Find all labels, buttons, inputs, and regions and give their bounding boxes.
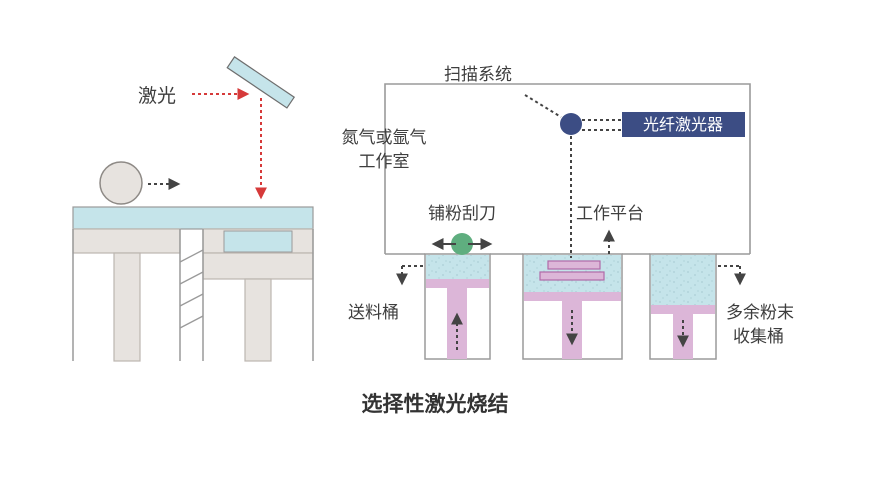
label-fiber-laser: 光纤激光器 <box>643 115 723 134</box>
laser-mirror <box>226 56 296 109</box>
right-schematic <box>384 83 751 360</box>
diagram-title: 选择性激光烧结 <box>362 392 509 416</box>
label-feed-bin: 送料桶 <box>348 303 399 323</box>
frame-right-lower <box>202 252 314 280</box>
left-piston-leg <box>113 252 141 362</box>
feed-bin-powder <box>426 255 489 279</box>
label-scanning-system: 扫描系统 <box>444 65 512 85</box>
scanner-mirror <box>560 113 582 135</box>
feed-bin-piston-top <box>426 279 489 288</box>
overflow-bin-powder <box>651 255 715 305</box>
label-overflow-line2: 收集桶 <box>733 327 784 347</box>
label-overflow-line1: 多余粉末 <box>726 303 794 323</box>
chamber-outline <box>384 83 751 254</box>
roller <box>99 161 143 205</box>
frame-left-block <box>72 228 181 254</box>
scanner-pointer-line <box>524 94 562 118</box>
build-part-bottom <box>539 271 605 281</box>
build-part-top <box>547 260 601 270</box>
label-recoater: 铺粉刮刀 <box>428 204 496 224</box>
recoater-blade <box>451 233 473 255</box>
powder-bed-top <box>72 206 314 230</box>
label-work-platform: 工作平台 <box>576 204 644 224</box>
label-laser: 激光 <box>138 85 176 107</box>
left-machine <box>72 56 314 362</box>
fiber-laser-box <box>622 112 745 137</box>
label-chamber-line1: 氮气或氩气 <box>342 128 427 148</box>
label-chamber-line2: 工作室 <box>359 152 410 172</box>
build-powder-pocket <box>223 230 293 253</box>
overflow-piston-top <box>651 305 715 314</box>
right-piston-leg <box>244 278 272 362</box>
build-piston-top <box>524 292 621 301</box>
ladder <box>179 249 204 329</box>
